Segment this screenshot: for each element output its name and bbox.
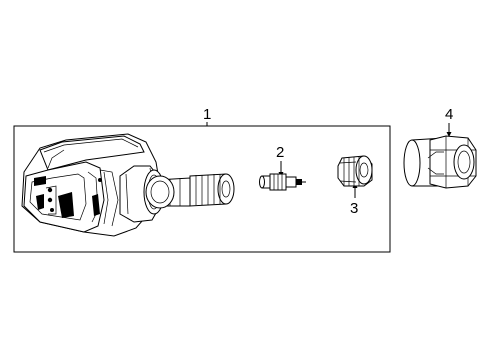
callout-4: 4 — [445, 106, 453, 123]
leader-arrow-4 — [446, 132, 452, 137]
assembly-frame — [13, 125, 391, 253]
tpms-sensor-assembly-icon — [21, 133, 235, 237]
valve-cap-icon — [337, 155, 373, 187]
valve-core-icon — [259, 173, 306, 191]
callout-2: 2 — [276, 144, 284, 161]
hex-nut-icon — [403, 135, 477, 189]
callout-1: 1 — [203, 106, 211, 123]
callout-3: 3 — [350, 200, 358, 217]
